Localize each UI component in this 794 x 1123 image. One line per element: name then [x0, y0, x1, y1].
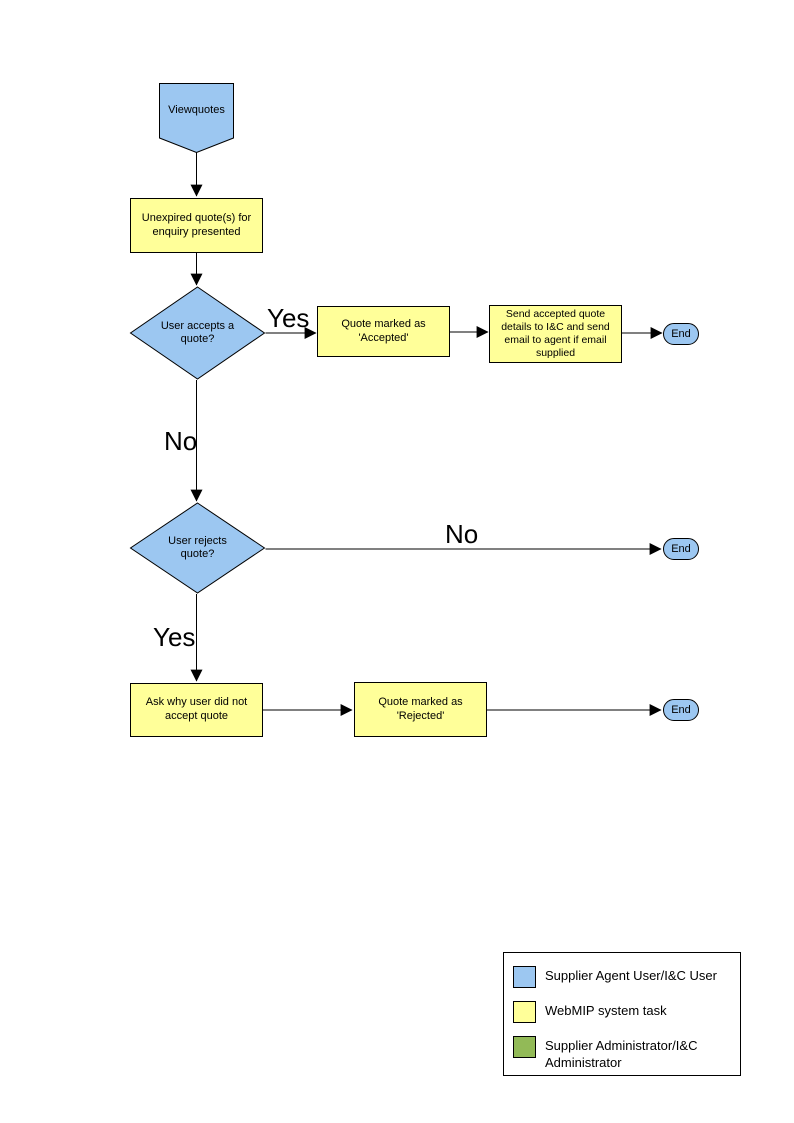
node-send-details: Send accepted quote details to I&C and s…	[489, 305, 622, 363]
node-send-details-label: Send accepted quote details to I&C and s…	[501, 308, 610, 359]
node-ask-why: Ask why user did not accept quote	[130, 683, 263, 737]
reject-decision-diamond-shape	[129, 502, 266, 594]
node-end-accept: End	[663, 323, 699, 345]
node-end-no-reject: End	[663, 538, 699, 560]
node-ask-why-label: Ask why user did not accept quote	[145, 696, 248, 722]
edge-label-reject-yes: Yes	[153, 622, 196, 652]
node-start-label: Viewquotes	[168, 103, 225, 116]
legend-item-webmip-task: WebMIP system task	[513, 1001, 731, 1023]
legend-item-supplier-admin: Supplier Administrator/I&C Administrator	[513, 1036, 731, 1072]
legend-label-admin: Supplier Administrator/I&C Administrator	[545, 1038, 698, 1070]
node-end-reject-label: End	[671, 704, 691, 716]
node-present: Unexpired quote(s) for enquiry presented	[130, 198, 263, 253]
legend-item-supplier-agent: Supplier Agent User/I&C User	[513, 966, 731, 988]
legend-label-actor: Supplier Agent User/I&C User	[545, 968, 717, 983]
legend-swatch-admin	[513, 1036, 536, 1058]
legend-label-task: WebMIP system task	[545, 1003, 667, 1018]
node-present-label: Unexpired quote(s) for enquiry presented	[141, 211, 252, 238]
edge-label-accept-no: No	[164, 426, 198, 456]
node-start: Viewquotes	[159, 83, 234, 153]
node-accept-decision: User accepts a quote?	[129, 286, 266, 380]
edge-label-reject-no: No	[445, 519, 479, 549]
node-reject-decision: User rejects quote?	[129, 502, 266, 594]
node-accepted: Quote marked as 'Accepted'	[317, 306, 450, 357]
legend-swatch-task	[513, 1001, 536, 1023]
node-rejected: Quote marked as 'Rejected'	[354, 682, 487, 737]
node-accept-decision-label: User accepts a quote?	[160, 319, 235, 345]
node-end-reject: End	[663, 699, 699, 721]
legend-box: Supplier Agent User/I&C User WebMIP syst…	[503, 952, 741, 1076]
node-end-no-reject-label: End	[671, 543, 691, 555]
node-rejected-label: Quote marked as 'Rejected'	[378, 695, 463, 722]
accept-decision-diamond-shape	[129, 286, 266, 380]
start-pentagon-shape	[159, 83, 234, 153]
node-end-accept-label: End	[671, 328, 691, 340]
node-accepted-label: Quote marked as 'Accepted'	[341, 317, 426, 344]
edge-label-accept-yes: Yes	[267, 303, 310, 333]
node-reject-decision-label: User rejects quote?	[168, 534, 227, 560]
legend-swatch-actor	[513, 966, 536, 988]
